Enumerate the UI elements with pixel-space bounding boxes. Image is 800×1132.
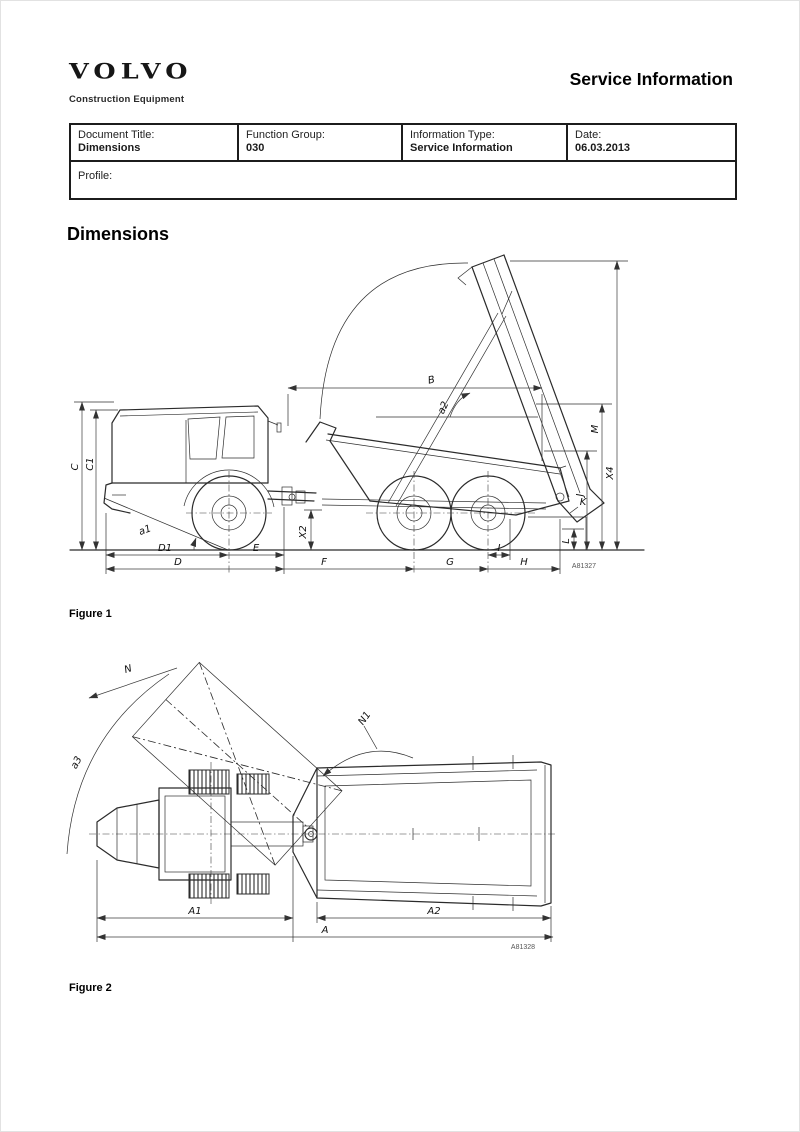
cab <box>111 405 282 484</box>
dim-label-e: E <box>253 543 260 554</box>
dim-label-a3: a3 <box>69 755 85 771</box>
dim-label-a2-top: A2 <box>426 906 440 917</box>
cell-information-type: Information Type: Service Information <box>403 125 568 160</box>
section-title: Dimensions <box>67 224 170 244</box>
dim-label-a1-top: A1 <box>187 906 201 917</box>
steering-arc <box>66 673 170 855</box>
rear-wheel-1 <box>376 471 452 573</box>
front-end <box>103 469 275 514</box>
dim-label-a1: a1 <box>137 523 153 538</box>
cell-document-title: Document Title: Dimensions <box>71 125 239 160</box>
dim-label-n: N <box>123 663 134 676</box>
tractor-unit <box>96 762 318 906</box>
approach-angle-line <box>103 497 229 551</box>
figure1-dimension-labels: B M X4 J C C1 a1 a2 X2 D1 E I D F G H K … <box>70 374 616 570</box>
front-wheel-right <box>188 873 230 899</box>
figure2-code: A81328 <box>511 944 535 951</box>
cell-date: Date: 06.03.2013 <box>568 125 735 160</box>
figure2-caption: Figure 2 <box>69 982 112 994</box>
document-title-label: Document Title: <box>78 129 155 141</box>
dim-label-m: M <box>590 424 601 433</box>
tipping-arc <box>319 262 469 420</box>
n-direction-line <box>88 667 178 699</box>
dim-label-h: H <box>520 557 528 568</box>
page-title: Service Information <box>569 69 733 89</box>
dim-label-a-total: A <box>321 925 329 936</box>
dim-label-c1: C1 <box>85 457 96 470</box>
figure1-dimension-lines <box>74 260 628 574</box>
n1-arc <box>322 750 414 777</box>
dim-label-l: L <box>561 538 572 544</box>
figure1-caption: Figure 1 <box>69 608 112 620</box>
front-wheel <box>186 471 272 573</box>
articulation-hitch <box>267 486 547 510</box>
figure2-dimension-lines <box>96 856 554 942</box>
document-title-value: Dimensions <box>78 142 141 154</box>
dump-body-top-view <box>292 755 552 911</box>
function-group-value: 030 <box>246 142 265 154</box>
dim-label-n1: N1 <box>356 710 373 728</box>
a1-angle-arc <box>190 537 197 551</box>
info-table-row1: Document Title: Dimensions Function Grou… <box>71 125 735 162</box>
volvo-logo: VOLVO <box>69 59 193 84</box>
figure2-truck-top-view <box>66 661 557 911</box>
dump-body-lowered <box>305 421 570 516</box>
dim-label-c: C <box>70 463 81 470</box>
dim-label-x2: X2 <box>298 525 309 539</box>
function-group-label: Function Group: <box>246 129 325 141</box>
info-table: Document Title: Dimensions Function Grou… <box>69 123 737 200</box>
figure2-dimension-labels: N a3 N1 A1 A2 A A81328 <box>69 663 535 951</box>
dim-label-k: K <box>580 497 588 508</box>
dim-label-d: D <box>174 557 182 568</box>
information-type-label: Information Type: <box>410 129 495 141</box>
dim-label-a2: a2 <box>436 400 451 416</box>
dump-body-raised <box>387 254 605 550</box>
logo-subtitle: Construction Equipment <box>69 94 185 105</box>
figure1-drawing: B M X4 J C C1 a1 a2 X2 D1 E I D F G H K … <box>69 254 645 574</box>
figure1-code: A81327 <box>572 563 596 570</box>
front-wheel-left <box>188 769 230 795</box>
a2-angle-arc <box>449 392 471 418</box>
turned-position-outline <box>131 661 343 866</box>
dim-label-b: B <box>427 374 436 386</box>
dim-label-i: I <box>498 543 501 554</box>
dim-label-d1: D1 <box>158 543 172 554</box>
info-table-row2: Profile: <box>71 162 735 198</box>
figure1-truck-side-view <box>69 254 645 573</box>
dim-label-x4: X4 <box>605 466 616 480</box>
information-type-value: Service Information <box>410 142 513 154</box>
dim-label-g: G <box>446 557 454 568</box>
dim-label-f: F <box>321 557 327 568</box>
date-label: Date: <box>575 129 602 141</box>
date-value: 06.03.2013 <box>575 142 631 154</box>
dim-label-j: J <box>575 493 586 498</box>
profile-label: Profile: <box>78 170 113 182</box>
cell-function-group: Function Group: 030 <box>239 125 403 160</box>
figure2-drawing: N a3 N1 A1 A2 A A81328 <box>66 661 557 951</box>
